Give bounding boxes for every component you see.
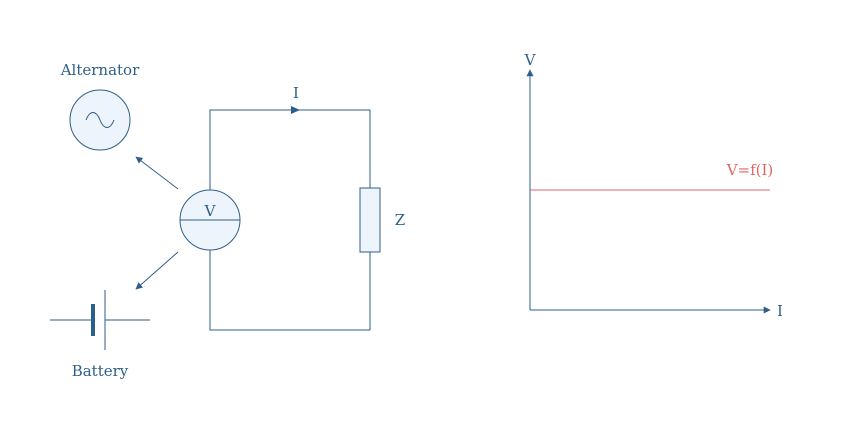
vi-graph: V I V=f(I) [524, 51, 783, 320]
battery-cell-icon [91, 304, 95, 336]
battery: Battery [50, 290, 150, 380]
arrow-to-alternator [135, 156, 179, 190]
vi-curve-label: V=f(I) [726, 161, 774, 179]
impedance-label: Z [395, 211, 405, 229]
current-arrow [291, 106, 300, 114]
battery-label: Battery [72, 362, 129, 380]
sine-wave-icon [85, 112, 115, 128]
impedance-symbol [359, 187, 381, 253]
current-label: I [293, 84, 299, 102]
voltage-source: V [179, 189, 241, 251]
alternator: Alternator [60, 61, 140, 151]
x-axis-label: I [777, 302, 783, 320]
voltage-source-label: V [204, 202, 217, 220]
wire-bottom [209, 250, 371, 331]
wire-top [209, 109, 371, 190]
alternator-label: Alternator [60, 61, 140, 79]
y-axis-label: V [524, 51, 537, 69]
circuit: I [209, 84, 371, 331]
impedance: Z [359, 187, 405, 253]
arrow-to-battery [135, 251, 179, 290]
